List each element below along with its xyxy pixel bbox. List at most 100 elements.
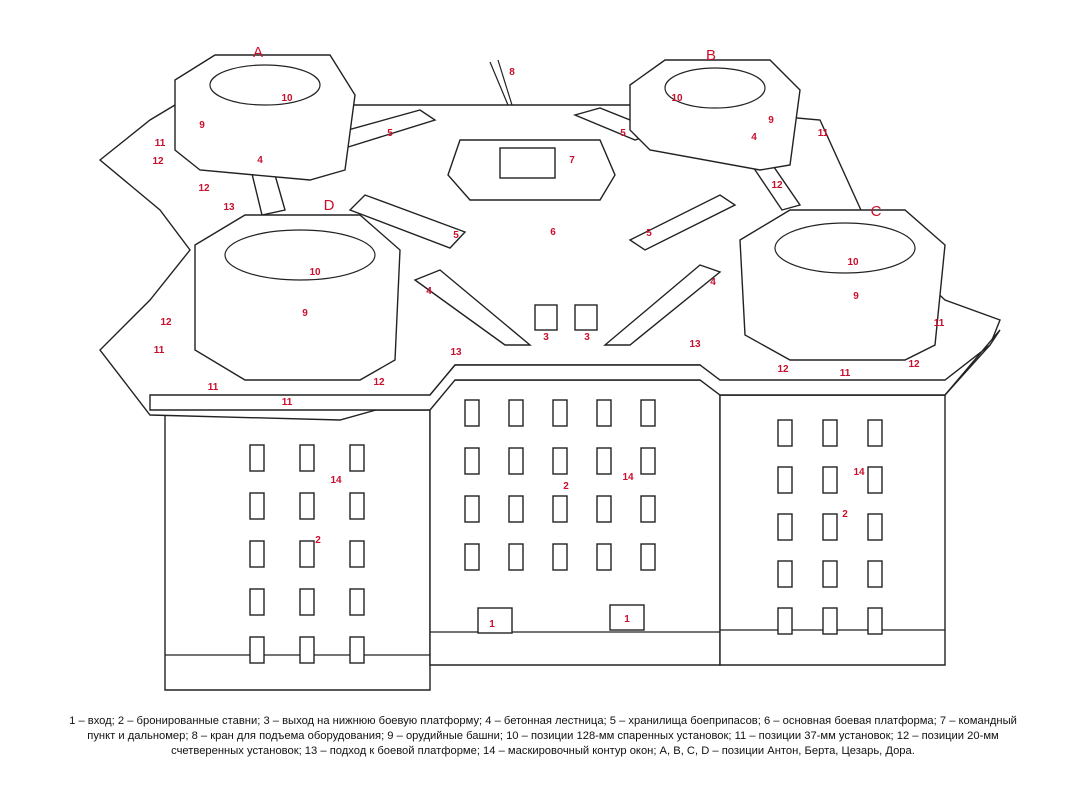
callout-label-10: 10 xyxy=(309,267,321,278)
callout-label-B: B xyxy=(706,47,716,64)
callout-label-12: 12 xyxy=(771,180,783,191)
crane xyxy=(489,61,509,106)
window xyxy=(552,543,568,571)
callout-label-13: 13 xyxy=(223,202,235,213)
callout-label-12: 12 xyxy=(777,364,789,375)
left-block xyxy=(164,409,431,691)
callout-label-5: 5 xyxy=(646,228,652,239)
ammo-store xyxy=(628,194,737,251)
callout-label-13: 13 xyxy=(689,339,701,350)
callout-label-12: 12 xyxy=(908,359,920,370)
window xyxy=(299,492,315,520)
callout-label-4: 4 xyxy=(257,155,263,166)
window xyxy=(249,540,265,568)
callout-label-11: 11 xyxy=(155,138,166,149)
callout-label-4: 4 xyxy=(426,286,432,297)
window xyxy=(508,447,524,475)
callout-label-11: 11 xyxy=(154,345,165,356)
window xyxy=(596,495,612,523)
window xyxy=(640,399,656,427)
window xyxy=(349,540,365,568)
window xyxy=(249,636,265,664)
window xyxy=(464,495,480,523)
callout-label-14: 14 xyxy=(853,467,865,478)
callout-label-14: 14 xyxy=(622,472,634,483)
window xyxy=(249,444,265,472)
window xyxy=(249,588,265,616)
callout-label-2: 2 xyxy=(842,509,848,520)
exit-door xyxy=(574,304,598,331)
tower-a xyxy=(174,54,356,181)
callout-label-11: 11 xyxy=(818,128,829,139)
rangefinder xyxy=(499,147,556,179)
callout-label-9: 9 xyxy=(199,120,205,131)
window xyxy=(640,543,656,571)
callout-label-2: 2 xyxy=(315,535,321,546)
callout-label-13: 13 xyxy=(450,347,462,358)
callout-label-5: 5 xyxy=(453,230,459,241)
window xyxy=(867,607,883,635)
callout-label-14: 14 xyxy=(330,475,342,486)
callout-label-7: 7 xyxy=(569,155,575,166)
window xyxy=(822,466,838,494)
window xyxy=(867,466,883,494)
legend-caption: 1 – вход; 2 – бронированные ставни; 3 – … xyxy=(69,715,1017,757)
window xyxy=(777,419,793,447)
entrance-right xyxy=(609,604,645,631)
callout-label-A: A xyxy=(253,44,263,61)
window-grid xyxy=(249,399,883,664)
window xyxy=(596,399,612,427)
callout-label-8: 8 xyxy=(509,67,515,78)
window xyxy=(822,607,838,635)
tower-b xyxy=(629,59,801,171)
window xyxy=(552,447,568,475)
window xyxy=(640,495,656,523)
lower-platform-edge xyxy=(149,329,1001,411)
callout-label-6: 6 xyxy=(550,227,556,238)
window xyxy=(552,495,568,523)
callout-label-4: 4 xyxy=(751,132,757,143)
callout-label-11: 11 xyxy=(840,368,851,379)
window xyxy=(508,495,524,523)
callout-label-5: 5 xyxy=(620,128,626,139)
callout-label-12: 12 xyxy=(152,156,164,167)
window xyxy=(822,560,838,588)
window xyxy=(508,543,524,571)
window xyxy=(552,399,568,427)
window xyxy=(299,588,315,616)
callout-label-9: 9 xyxy=(853,291,859,302)
window xyxy=(464,399,480,427)
callout-label-3: 3 xyxy=(543,332,549,343)
window xyxy=(777,466,793,494)
window xyxy=(464,447,480,475)
callout-label-2: 2 xyxy=(563,481,569,492)
callout-label-10: 10 xyxy=(671,93,683,104)
tower-d xyxy=(194,214,401,381)
callout-label-12: 12 xyxy=(160,317,172,328)
stair-right xyxy=(603,264,722,346)
window xyxy=(299,636,315,664)
callout-label-10: 10 xyxy=(281,93,293,104)
callout-label-1: 1 xyxy=(624,614,630,625)
window xyxy=(299,444,315,472)
window xyxy=(822,419,838,447)
callout-label-5: 5 xyxy=(387,128,393,139)
callout-label-11: 11 xyxy=(934,318,945,329)
window xyxy=(867,513,883,541)
window xyxy=(349,636,365,664)
gun-towers xyxy=(174,54,946,381)
window xyxy=(777,607,793,635)
window xyxy=(867,419,883,447)
stair-left xyxy=(413,269,532,346)
window xyxy=(867,560,883,588)
callout-label-12: 12 xyxy=(373,377,385,388)
callout-label-9: 9 xyxy=(302,308,308,319)
window xyxy=(349,492,365,520)
exit-door xyxy=(534,304,558,331)
callout-label-11: 11 xyxy=(208,382,219,393)
callout-label-4: 4 xyxy=(710,277,716,288)
window xyxy=(822,513,838,541)
callout-label-3: 3 xyxy=(584,332,590,343)
callout-label-11: 11 xyxy=(282,397,293,408)
